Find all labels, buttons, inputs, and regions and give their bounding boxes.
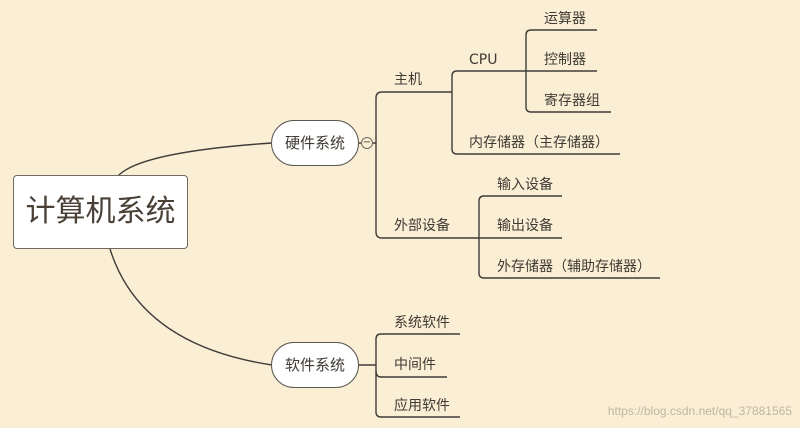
application-software-node[interactable]: 应用软件 xyxy=(394,398,450,414)
watermark: https://blog.csdn.net/qq_37881565 xyxy=(607,404,792,418)
link-host-cpu xyxy=(451,70,506,92)
hardware-node[interactable]: 硬件系统 xyxy=(271,120,359,166)
link-host-memory xyxy=(451,92,620,155)
host-node[interactable]: 主机 xyxy=(394,72,422,88)
root-node[interactable]: 计算机系统 xyxy=(13,175,188,249)
link-hub-host xyxy=(373,91,452,144)
collapse-toggle-icon[interactable]: − xyxy=(361,137,373,149)
link-ext-storage xyxy=(478,238,660,279)
link-root-software xyxy=(109,248,273,366)
link-ext-input xyxy=(478,195,562,238)
link-soft-app xyxy=(375,371,460,418)
middleware-node[interactable]: 中间件 xyxy=(394,357,436,373)
output-device-node[interactable]: 输出设备 xyxy=(497,218,553,234)
link-soft-system xyxy=(375,333,460,365)
alu-node[interactable]: 运算器 xyxy=(544,11,586,27)
link-cpu-alu xyxy=(506,29,597,72)
secondary-storage-node[interactable]: 外存储器（辅助存储器） xyxy=(497,259,651,275)
input-device-node[interactable]: 输入设备 xyxy=(497,177,553,193)
link-root-hardware xyxy=(117,142,273,177)
register-set-node[interactable]: 寄存器组 xyxy=(544,93,600,109)
software-node[interactable]: 软件系统 xyxy=(271,342,359,388)
system-software-node[interactable]: 系统软件 xyxy=(394,315,450,331)
cpu-node[interactable]: CPU xyxy=(469,52,498,68)
external-devices-node[interactable]: 外部设备 xyxy=(394,218,450,234)
main-memory-node[interactable]: 内存储器（主存储器） xyxy=(469,135,609,151)
control-unit-node[interactable]: 控制器 xyxy=(544,52,586,68)
link-cpu-registers xyxy=(525,71,611,113)
link-hub-external xyxy=(375,143,479,239)
